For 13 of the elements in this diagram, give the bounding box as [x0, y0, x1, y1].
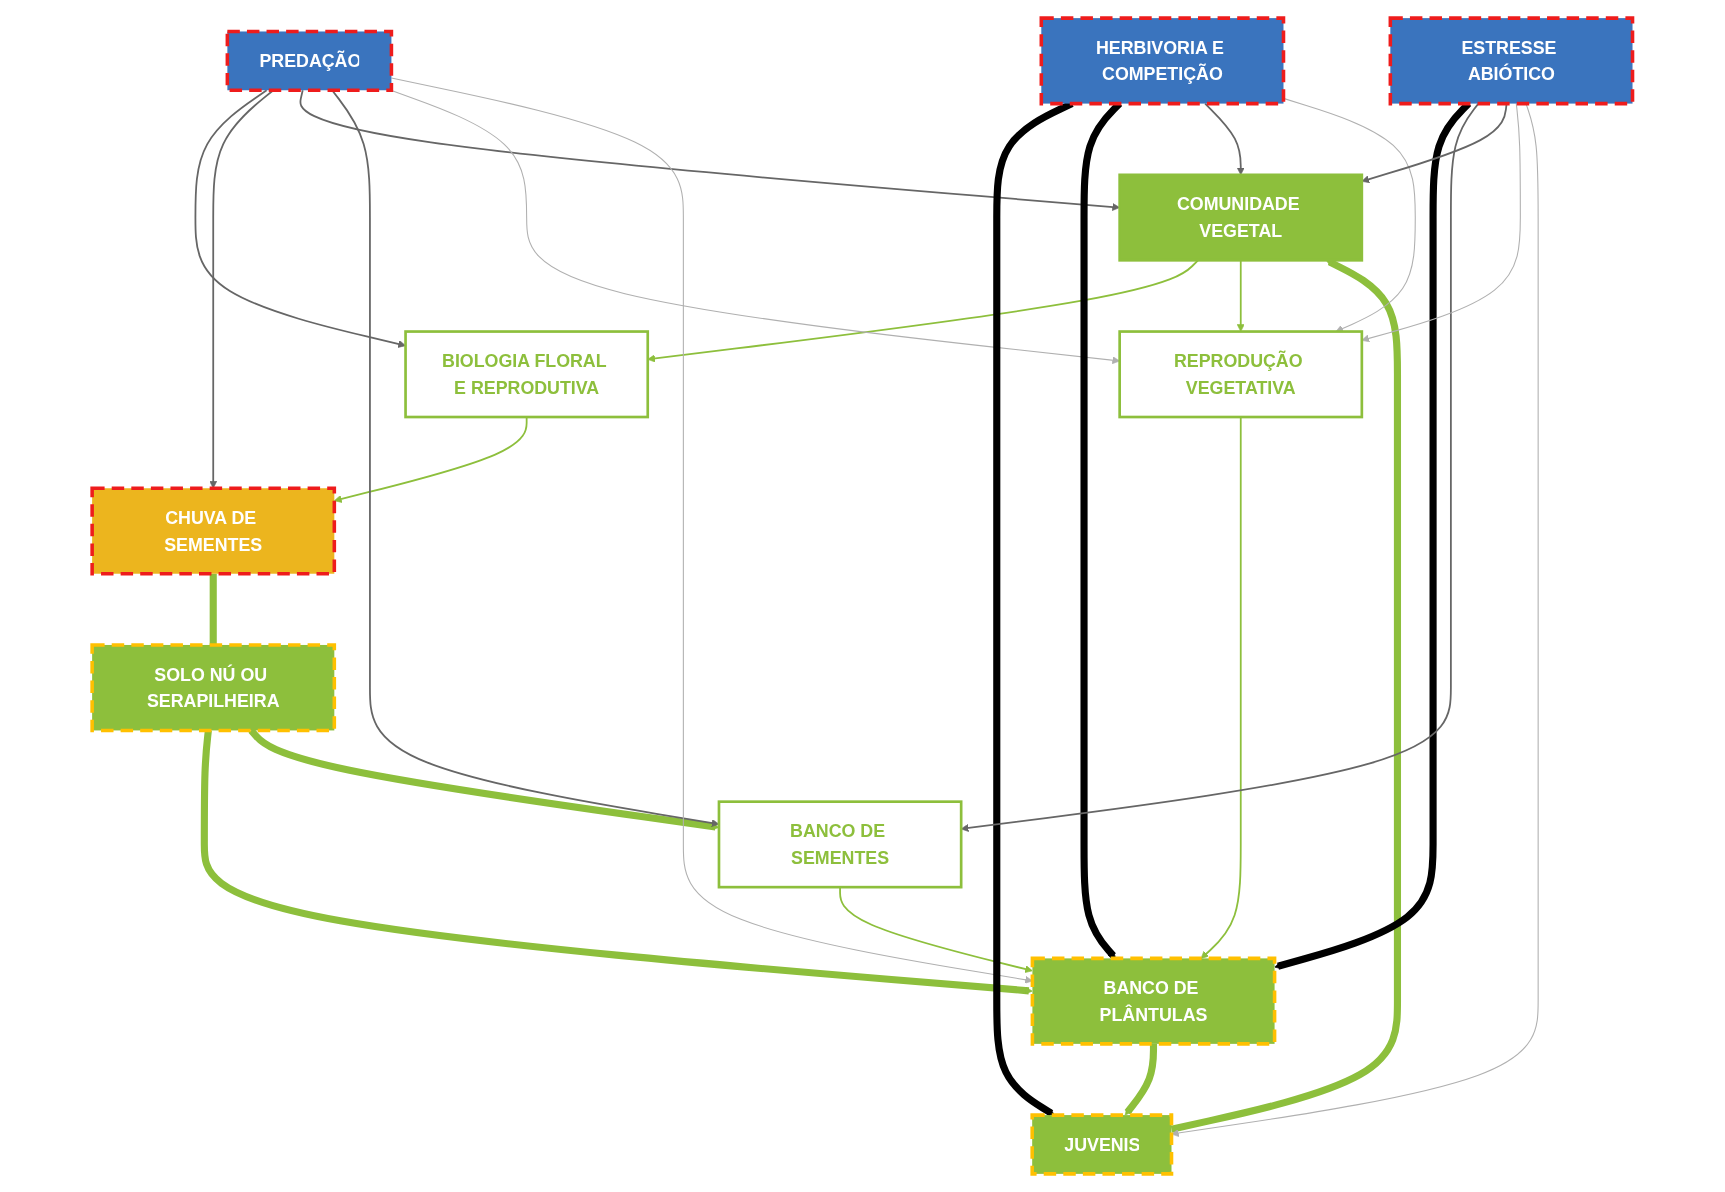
connector: [209, 573, 217, 645]
node-box: HERBIVORIA E COMPETIÇÃO: [1039, 16, 1286, 106]
node-box: ESTRESSE ABIÓTICO: [1388, 16, 1635, 106]
node-box: REPRODUÇÃO VEGETATIVA: [1118, 330, 1364, 419]
arrow: [200, 730, 1033, 995]
node-box: JUVENIS: [1030, 1113, 1174, 1176]
arrow: [1124, 1043, 1158, 1116]
node-box: CHUVA DE SEMENTES: [90, 486, 337, 576]
node-box: BANCO DE SEMENTES: [717, 800, 963, 889]
node-box: BIOLOGIA FLORAL E REPRODUTIVA: [404, 330, 650, 419]
node-box: SOLO NÚ OU SERAPILHEIRA: [90, 643, 337, 733]
node-box: BANCO DE PLÂNTULAS: [1030, 956, 1277, 1046]
node-box: COMUNIDADE VEGETAL: [1118, 173, 1364, 262]
